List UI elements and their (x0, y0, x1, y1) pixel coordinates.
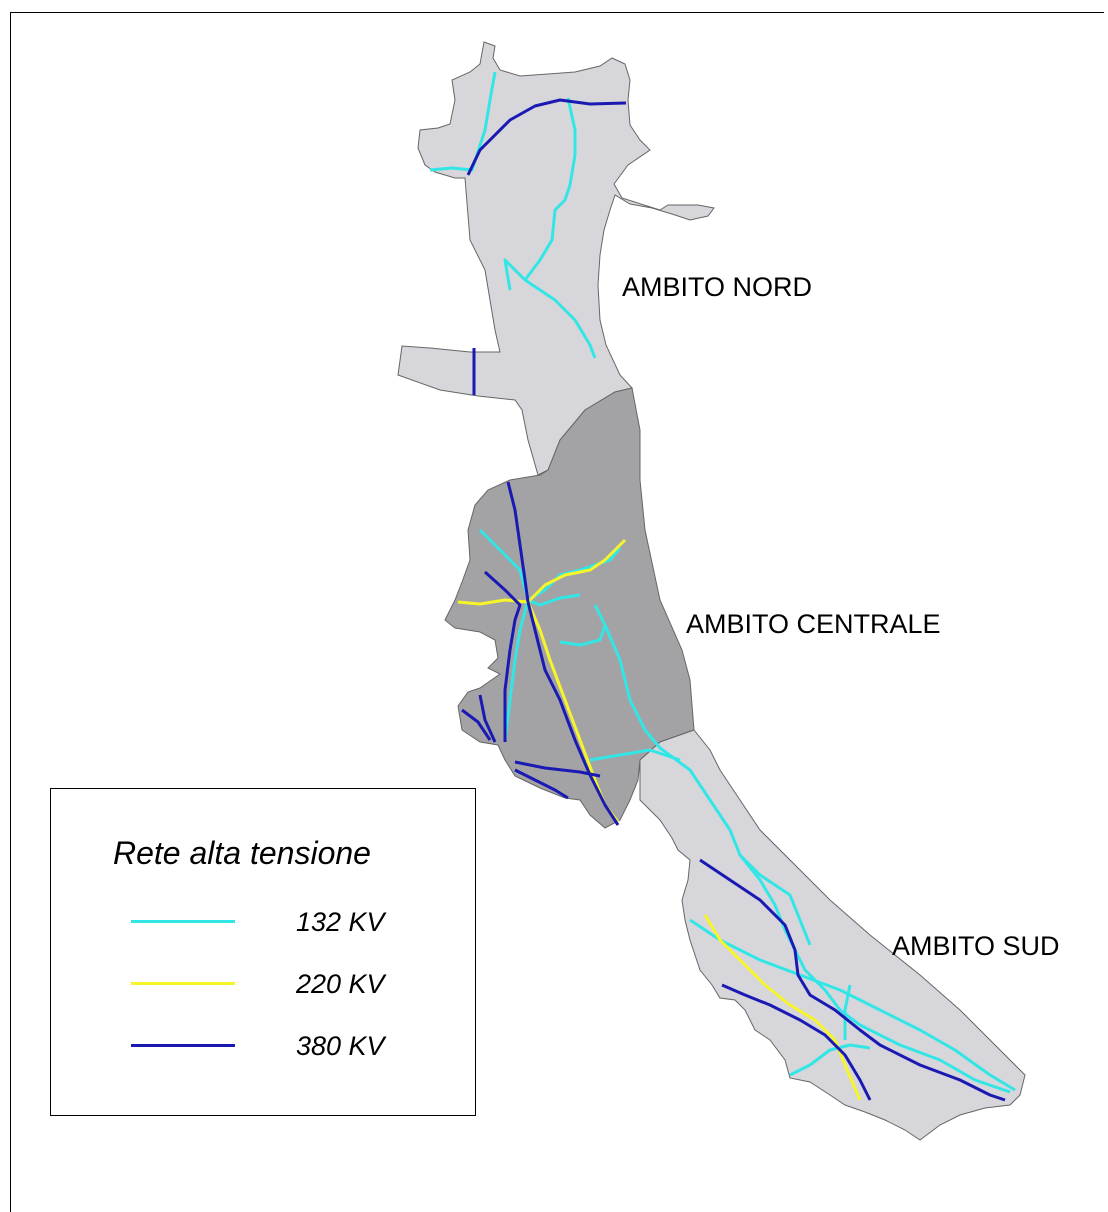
line-132kv (738, 853, 812, 946)
line-132kv (527, 593, 581, 607)
line-132kv (589, 748, 681, 762)
legend-swatch-220kv (131, 982, 235, 985)
lines-132kv (429, 71, 1016, 1094)
line-220kv (526, 538, 627, 604)
label-ambito-sud: AMBITO SUD (892, 931, 1060, 961)
line-132kv (559, 604, 607, 647)
legend-swatch-132kv (131, 920, 235, 923)
line-132kv (503, 599, 530, 741)
legend-label-220kv: 220 KV (296, 969, 385, 999)
legend-label-132kv: 132 KV (296, 907, 385, 937)
line-220kv (703, 914, 862, 1101)
line-132kv (478, 528, 530, 601)
line-380kv (721, 983, 872, 1101)
legend: Rete alta tensione 132 KV 220 KV 380 KV (50, 788, 476, 1116)
line-132kv (689, 918, 1016, 1092)
legend-title: Rete alta tensione (113, 835, 371, 871)
line-380kv (506, 481, 530, 603)
line-132kv (603, 624, 1011, 1094)
line-132kv (843, 984, 852, 1040)
line-132kv (524, 278, 597, 359)
line-380kv (699, 858, 1006, 1102)
legend-item-132kv: 132 KV (51, 907, 475, 937)
legend-label-380kv: 380 KV (296, 1031, 385, 1061)
map-frame (10, 12, 1104, 1212)
label-ambito-nord: AMBITO NORD (622, 272, 812, 302)
line-380kv (478, 694, 497, 743)
line-380kv (526, 601, 620, 826)
label-ambito-centrale: AMBITO CENTRALE (686, 609, 941, 639)
region-sud (639, 729, 1026, 1141)
line-380kv (514, 760, 601, 778)
region-nord (397, 41, 715, 476)
line-380kv (483, 570, 522, 742)
legend-item-220kv: 220 KV (51, 969, 475, 999)
lines-380kv (461, 98, 1006, 1102)
line-132kv (503, 97, 577, 291)
line-380kv (466, 98, 627, 176)
legend-item-380kv: 380 KV (51, 1031, 475, 1061)
line-380kv (461, 708, 492, 741)
legend-swatch-380kv (131, 1044, 235, 1047)
line-132kv (789, 1043, 871, 1077)
line-380kv (514, 768, 569, 800)
